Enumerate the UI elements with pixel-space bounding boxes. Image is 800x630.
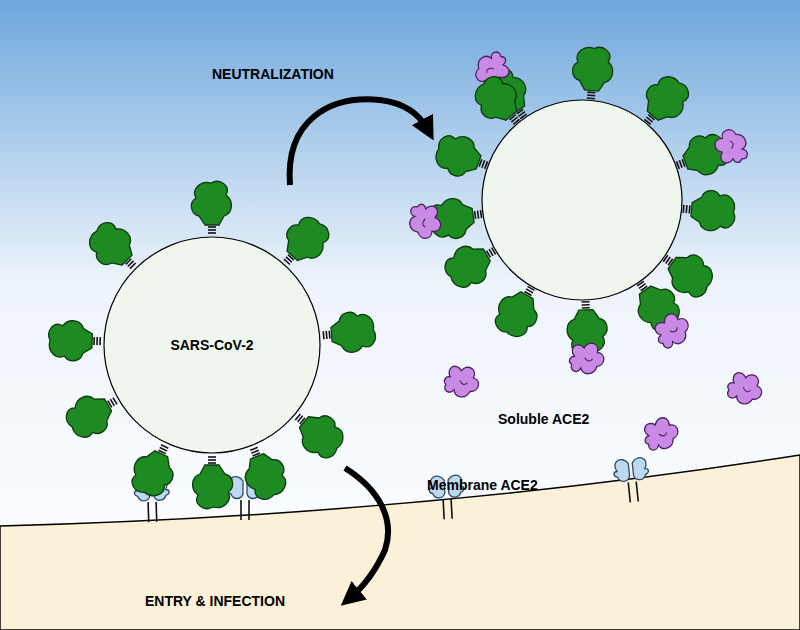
- bound-soluble-ace2: [407, 202, 442, 240]
- spike-protein: [632, 69, 696, 134]
- bound-soluble-ace2: [649, 308, 695, 353]
- spike-protein: [236, 441, 292, 504]
- spike-protein: [625, 272, 699, 354]
- soluble-ace2: [724, 369, 765, 407]
- spike-protein: [570, 45, 614, 100]
- spike-protein: [439, 234, 504, 294]
- process-label: NEUTRALIZATION: [212, 66, 334, 82]
- process-label: ENTRY & INFECTION: [145, 593, 285, 609]
- spike-protein: [566, 301, 609, 374]
- spike-protein: [125, 438, 183, 502]
- spike-protein: [468, 70, 532, 135]
- spike-protein: [488, 279, 548, 344]
- bound-soluble-ace2: [711, 125, 751, 168]
- membrane-ace2: [612, 457, 651, 504]
- spike-protein: [193, 457, 233, 509]
- spike-protein: [682, 188, 737, 232]
- bound-soluble-ace2: [569, 343, 604, 375]
- component-label: Soluble ACE2: [498, 411, 589, 427]
- spike-protein: [407, 195, 484, 245]
- virus-particle: SARS-CoV-2: [102, 235, 322, 455]
- component-label: Membrane ACE2: [427, 477, 538, 493]
- soluble-ace2: [640, 414, 683, 454]
- spike-protein: [191, 181, 231, 233]
- virus-name: SARS-CoV-2: [170, 337, 253, 353]
- spike-protein: [322, 310, 377, 354]
- soluble-ace2: [442, 364, 481, 400]
- spike-protein: [671, 121, 752, 183]
- spike-protein: [431, 129, 493, 184]
- spike-protein: [48, 320, 101, 362]
